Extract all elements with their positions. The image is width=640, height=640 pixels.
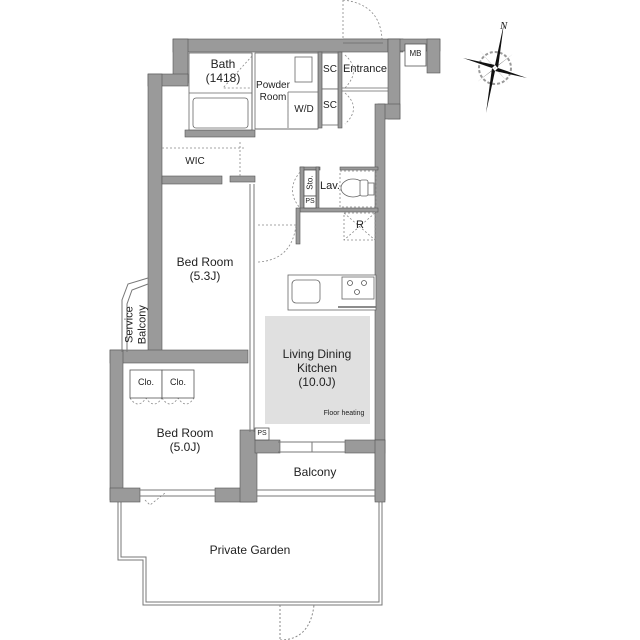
bedroom1-size: (5.3J) bbox=[189, 268, 221, 283]
garden-gate-door bbox=[279, 604, 315, 640]
private-garden-label: Private Garden bbox=[209, 543, 291, 557]
sc-bottom-label: SC bbox=[323, 100, 337, 111]
bedroom2-size: (5.0J) bbox=[169, 439, 201, 454]
entrance-door bbox=[343, 38, 383, 44]
bath-name: Bath bbox=[210, 57, 236, 71]
clo1-label: Clo. bbox=[137, 377, 154, 387]
private-garden-outline bbox=[117, 502, 383, 606]
ldk-size: (10.0J) bbox=[298, 374, 336, 389]
sc-top-label: SC bbox=[323, 64, 337, 75]
bathroom-fixtures bbox=[188, 52, 388, 131]
bedroom1-name: Bed Room bbox=[176, 255, 234, 269]
powder-room-label: Powder Room bbox=[253, 80, 293, 103]
bedroom2-name: Bed Room bbox=[156, 426, 214, 440]
powder-room-line2: Room bbox=[259, 91, 287, 103]
entrance-label: Entrance bbox=[342, 63, 388, 75]
service-balcony-line2: Balcony bbox=[136, 305, 148, 345]
floor-heating-note: Floor heating bbox=[323, 410, 365, 417]
bedroom1-label: Bed Room (5.3J) bbox=[165, 255, 245, 284]
ps-top-label: PS bbox=[305, 198, 315, 205]
wd-label: W/D bbox=[294, 104, 314, 115]
ps-bottom-box bbox=[254, 427, 270, 441]
ps-bottom-label: PS bbox=[257, 430, 267, 437]
toilet-fixture bbox=[340, 178, 375, 198]
compass-north-label: N bbox=[500, 20, 508, 32]
mb-label: MB bbox=[409, 49, 422, 58]
lav-label: Lav. bbox=[320, 180, 340, 192]
ps-top-box bbox=[303, 195, 317, 209]
ldk-line2: Kitchen bbox=[296, 360, 338, 375]
powder-room-line1: Powder bbox=[256, 80, 290, 91]
clo2-box bbox=[161, 369, 195, 399]
refrigerator-label: R bbox=[356, 219, 364, 231]
stove-burners-icon bbox=[347, 280, 367, 295]
bath-size: (1418) bbox=[205, 70, 241, 85]
service-balcony-outline bbox=[121, 277, 149, 352]
ldk-line1: Living Dining bbox=[282, 347, 352, 361]
sto-label: Sto. bbox=[305, 175, 315, 190]
bedroom2-label: Bed Room (5.0J) bbox=[145, 426, 225, 455]
clo2-label: Clo. bbox=[169, 377, 186, 387]
compass-rose-icon bbox=[463, 23, 527, 113]
service-balcony-line1: Service bbox=[123, 306, 136, 343]
kitchen-counter bbox=[287, 274, 377, 311]
mb-box bbox=[404, 43, 427, 67]
balcony-outline bbox=[140, 441, 375, 497]
bath-label: Bath (1418) bbox=[200, 57, 246, 86]
wic-label: WIC bbox=[185, 156, 205, 167]
floor-heating-area bbox=[265, 316, 370, 424]
balcony-label: Balcony bbox=[293, 465, 337, 479]
interior-partitions bbox=[249, 184, 255, 432]
ldk-label: Living Dining Kitchen (10.0J) bbox=[262, 347, 372, 389]
service-balcony-label: Service Balcony bbox=[123, 297, 148, 353]
